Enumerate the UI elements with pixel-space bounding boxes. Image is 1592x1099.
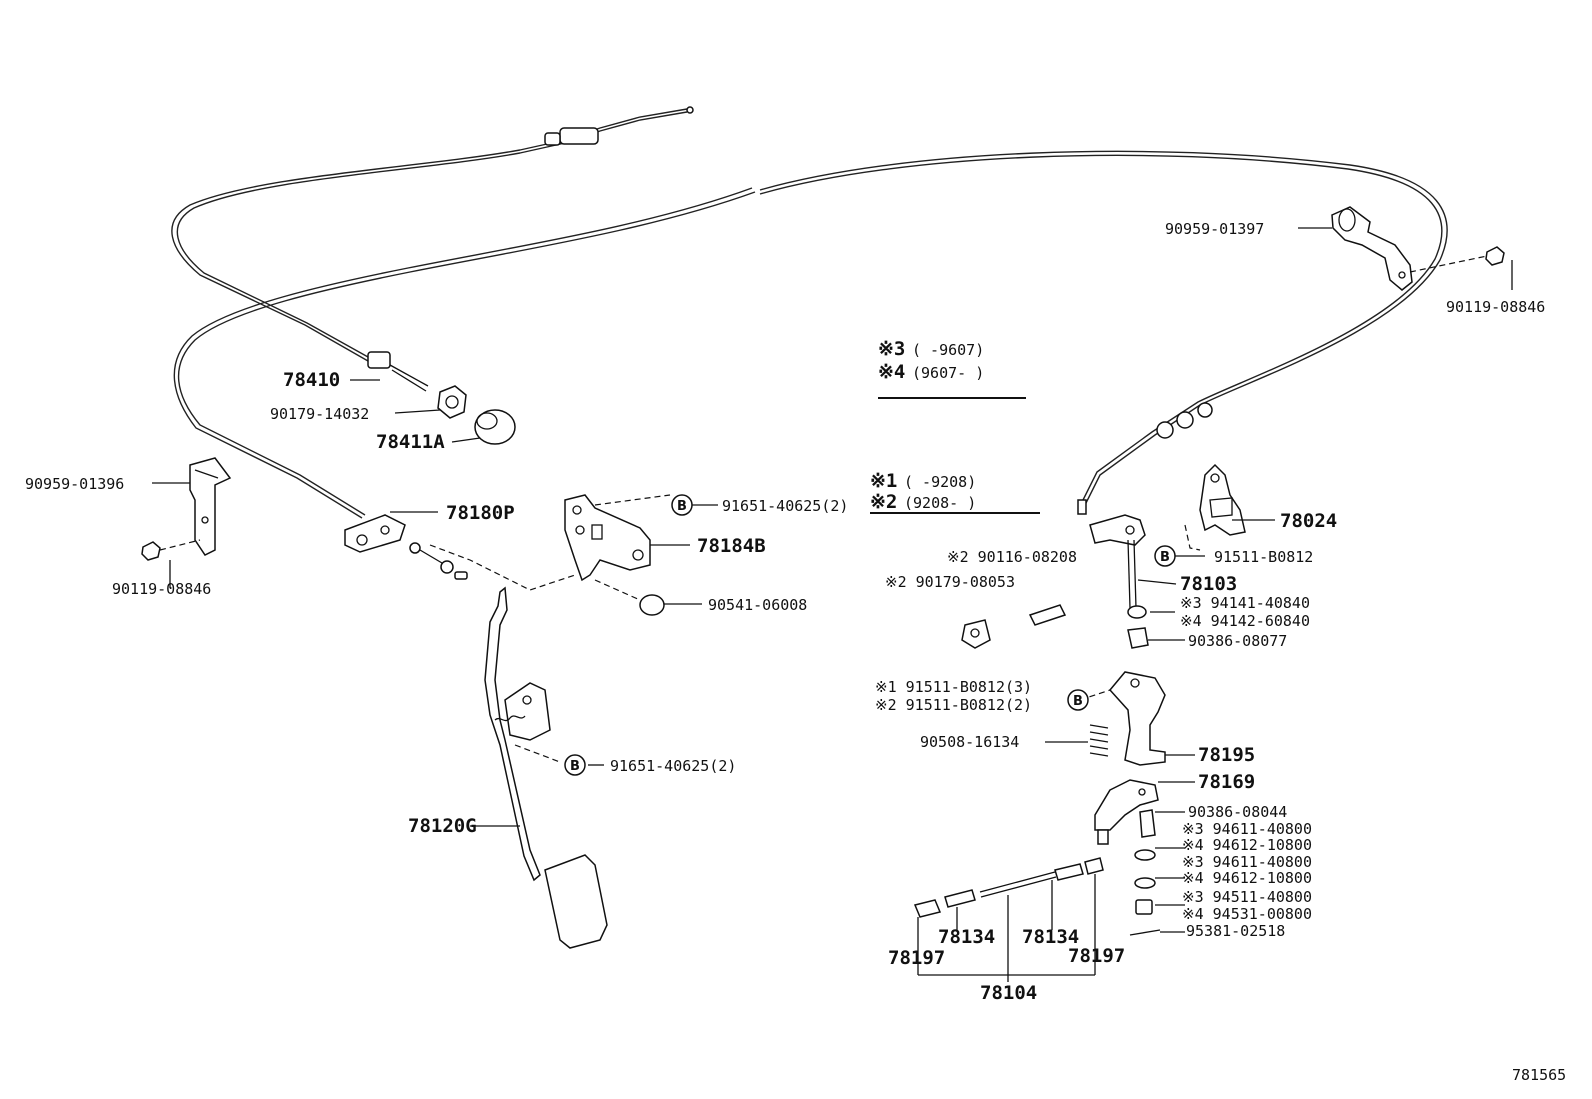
bracket-78184B xyxy=(564,494,671,582)
bolt-marker-letter: B xyxy=(570,759,580,774)
bolt-90119-08846-left xyxy=(141,539,201,561)
clamp-90959-01397 xyxy=(1331,206,1413,291)
label-90179-08053: ※2 90179-08053 xyxy=(885,573,1015,591)
cable-grommet-3 xyxy=(1197,402,1213,418)
label-78180P: 78180P xyxy=(446,502,515,524)
label-91511-B0812-2: ※2 91511-B0812(2) xyxy=(875,696,1032,714)
legend-note4-range: (9607- ) xyxy=(912,364,984,382)
label-78184B: 78184B xyxy=(697,535,766,557)
bracket-78024 xyxy=(1184,463,1246,551)
label-90508-16134: 90508-16134 xyxy=(920,733,1019,751)
lever-78169 xyxy=(1094,779,1159,845)
lever-78103 xyxy=(1089,514,1146,609)
label-94141-40840: ※3 94141-40840 xyxy=(1180,594,1310,612)
cable-adjuster xyxy=(559,127,599,145)
label-90541-06008: 90541-06008 xyxy=(708,596,807,614)
cap-78411A xyxy=(474,409,516,445)
label-90386-08044: 90386-08044 xyxy=(1188,803,1287,821)
label-94612-10800-b: ※4 94612-10800 xyxy=(1182,869,1312,887)
clamp-90959-01396 xyxy=(189,457,232,556)
bolt-marker-top: B xyxy=(671,494,693,516)
label-78410: 78410 xyxy=(283,369,340,391)
label-78104: 78104 xyxy=(980,982,1037,1004)
legend-3-4: ※3 ( -9607) ※4 (9607- ) xyxy=(878,338,1026,399)
pedal-78120G xyxy=(484,586,608,949)
label-78134-left: 78134 xyxy=(938,926,995,948)
label-91511-B0812-3: ※1 91511-B0812(3) xyxy=(875,678,1032,696)
cable-end xyxy=(686,106,694,114)
legend-note3-mark: ※3 xyxy=(878,338,905,360)
bolt-marker-pedal: B xyxy=(564,754,586,776)
bolt-marker-letter: B xyxy=(677,499,687,514)
label-94531-00800: ※4 94531-00800 xyxy=(1182,905,1312,923)
label-78169: 78169 xyxy=(1198,771,1255,793)
cable-grommet-2 xyxy=(1176,411,1194,429)
accelerator-cable-left xyxy=(171,106,694,366)
label-94612-10800-a: ※4 94612-10800 xyxy=(1182,836,1312,854)
legend-note1-mark: ※1 xyxy=(870,470,897,492)
bolt-marker-78195: B xyxy=(1067,689,1089,711)
label-90179-14032: 90179-14032 xyxy=(270,405,369,423)
leader-lines xyxy=(152,227,1513,982)
spacer-90116-08208 xyxy=(1028,604,1067,626)
label-78197-left: 78197 xyxy=(888,947,945,969)
bolt-marker-78024: B xyxy=(1154,545,1176,567)
legend-note3-range: ( -9607) xyxy=(912,341,984,359)
nut-90179-08053 xyxy=(961,619,991,649)
label-90119-08846-right: 90119-08846 xyxy=(1446,298,1545,316)
cable-fitting-78410 xyxy=(367,351,429,392)
label-94142-60840: ※4 94142-60840 xyxy=(1180,612,1310,630)
label-78103: 78103 xyxy=(1180,573,1237,595)
label-94511-40800: ※3 94511-40800 xyxy=(1182,888,1312,906)
accelerator-cable-main xyxy=(173,150,1448,519)
cable-tip xyxy=(1077,499,1087,515)
label-90959-01397: 90959-01397 xyxy=(1165,220,1264,238)
label-78195: 78195 xyxy=(1198,744,1255,766)
label-78197-right: 78197 xyxy=(1068,945,1125,967)
link-78180P xyxy=(344,514,576,591)
stopper-90541-06008 xyxy=(594,579,665,616)
label-78411A: 78411A xyxy=(376,431,445,453)
rod-assembly-78104 xyxy=(913,857,1104,918)
legend-note1-range: ( -9208) xyxy=(904,473,976,491)
bush-90386-08044 xyxy=(1139,809,1156,838)
label-91651-40625-top: 91651-40625(2) xyxy=(722,497,848,515)
label-94611-40800-b: ※3 94611-40800 xyxy=(1182,853,1312,871)
label-78120G: 78120G xyxy=(408,815,477,837)
washer-stack xyxy=(1129,849,1161,936)
legend-note2-range: (9208- ) xyxy=(904,494,976,512)
legend-note2-mark: ※2 xyxy=(870,491,897,513)
bolt-90119-08846-right xyxy=(1409,246,1505,273)
bolt-marker-letter: B xyxy=(1073,694,1083,709)
label-90119-08846-left: 90119-08846 xyxy=(112,580,211,598)
bush-90386-08077 xyxy=(1127,627,1149,649)
label-95381-02518: 95381-02518 xyxy=(1186,922,1285,940)
label-91511-B0812: 91511-B0812 xyxy=(1214,548,1313,566)
bolt-marker-letter: B xyxy=(1160,550,1170,565)
washer-94141 xyxy=(1127,605,1147,619)
label-78024: 78024 xyxy=(1280,510,1337,532)
legend-note4-mark: ※4 xyxy=(878,361,905,383)
label-91651-40625-bottom: 91651-40625(2) xyxy=(610,757,736,775)
cable-nut xyxy=(544,132,561,146)
label-90116-08208: ※2 90116-08208 xyxy=(947,548,1077,566)
bracket-78195 xyxy=(1079,671,1166,766)
label-94611-40800-a: ※3 94611-40800 xyxy=(1182,820,1312,838)
legend-1-2: ※1 ( -9208) ※2 (9208- ) xyxy=(870,470,1040,514)
cable-grommet-1 xyxy=(1156,421,1174,439)
label-90959-01396: 90959-01396 xyxy=(25,475,124,493)
label-90386-08077: 90386-08077 xyxy=(1188,632,1287,650)
spring-90508-16134 xyxy=(1089,724,1109,757)
nut-90179-14032 xyxy=(437,385,467,419)
part-labels: 78410 90179-14032 78411A 90959-01396 901… xyxy=(25,220,1566,1084)
label-78134-right: 78134 xyxy=(1022,926,1079,948)
diagram-id: 781565 xyxy=(1512,1066,1566,1084)
